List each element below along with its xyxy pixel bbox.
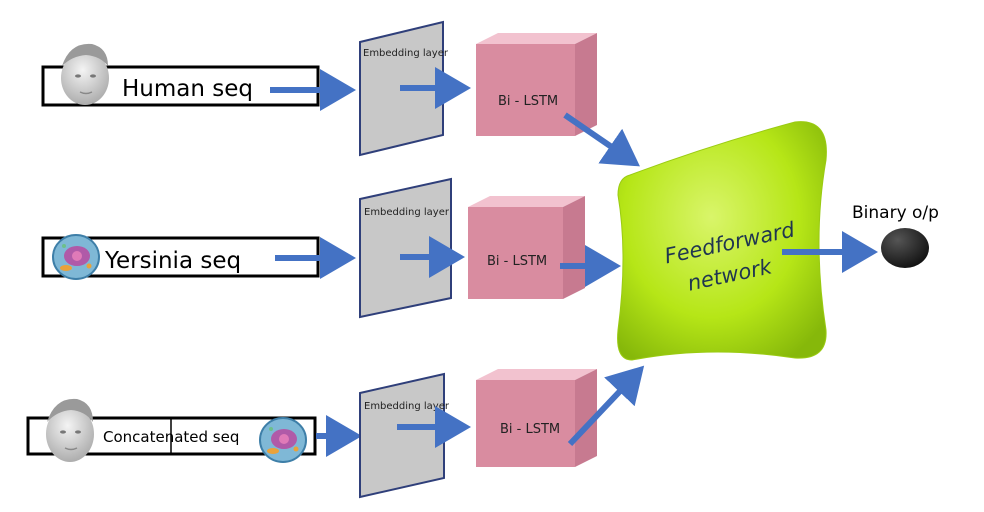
embedding-layer-2: Embedding layer [359, 177, 452, 319]
output-label: Binary o/p [852, 203, 939, 223]
embedding-label-3: Embedding layer [364, 401, 450, 412]
input-box [41, 65, 320, 107]
lstm-label-1: Bi - LSTM [498, 94, 558, 109]
feedforward-network: Feedforward network [617, 121, 827, 361]
human-face-icon [61, 43, 109, 105]
input-human-seq: Human seq [41, 43, 320, 107]
arrow-lstm3-feedforward [567, 365, 645, 447]
input-yersinia-seq: Yersinia seq [41, 234, 320, 280]
embedding-layer-3: Embedding layer [359, 372, 450, 499]
cell-icon [52, 234, 100, 280]
lstm-label-3: Bi - LSTM [500, 422, 560, 437]
output-node [881, 228, 929, 268]
input-label-yersinia: Yersinia seq [104, 248, 241, 274]
lstm-block-3: Bi - LSTM [476, 369, 597, 467]
arrow-lstm1-feedforward [563, 112, 640, 167]
input-label-human: Human seq [122, 76, 253, 102]
human-face-icon [46, 398, 94, 462]
cell-icon [259, 417, 307, 463]
input-label-concatenated: Concatenated seq [103, 428, 239, 446]
lstm-label-2: Bi - LSTM [487, 254, 547, 269]
embedding-label-1: Embedding layer [363, 48, 449, 59]
lstm-block-1: Bi - LSTM [476, 33, 597, 136]
input-concatenated-seq: Concatenated seq [26, 398, 317, 463]
lstm-block-2: Bi - LSTM [468, 196, 585, 299]
embedding-label-2: Embedding layer [364, 207, 450, 218]
